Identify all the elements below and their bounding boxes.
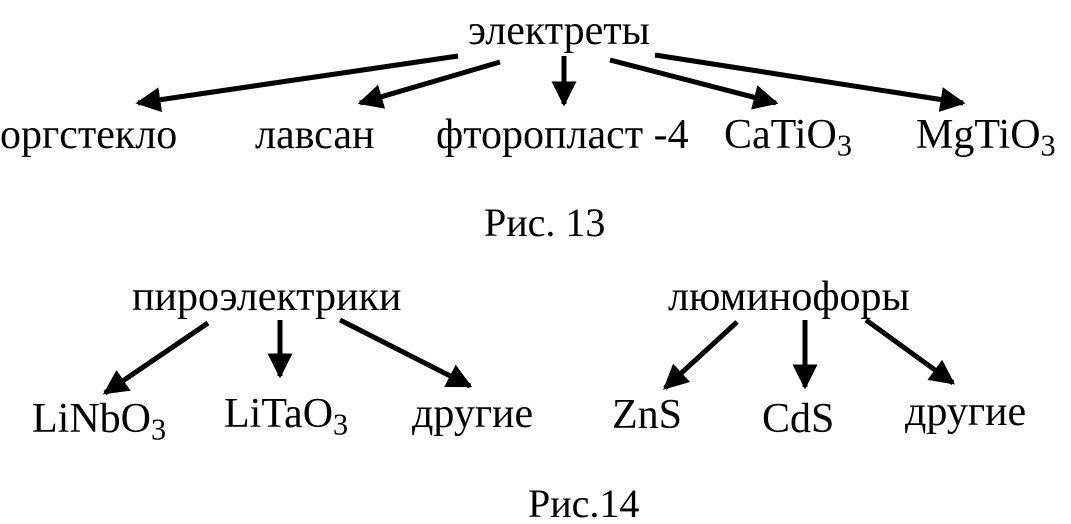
formula-main: LiNbO bbox=[32, 396, 151, 442]
caption-fig13: Рис. 13 bbox=[484, 200, 606, 245]
node-cds: CdS bbox=[762, 396, 835, 442]
formula-subscript: 3 bbox=[333, 407, 349, 442]
formula-main: LiTaO bbox=[224, 391, 334, 437]
caption-fig14: Рис.14 bbox=[528, 481, 640, 524]
root-elektrety: электреты bbox=[468, 8, 650, 54]
node-drugie-left: другие bbox=[412, 391, 534, 437]
arrow-elektrety-lavsan bbox=[357, 59, 501, 109]
node-drugie-right: другие bbox=[905, 389, 1027, 435]
node-lavsan: лавсан bbox=[255, 112, 375, 158]
node-zns: ZnS bbox=[612, 392, 683, 438]
formula-subscript: 3 bbox=[151, 412, 167, 447]
arrow-luminofory-zns bbox=[663, 320, 739, 390]
arrow-elektrety-mgtio3 bbox=[654, 52, 966, 112]
formula-main: MgTiO bbox=[916, 112, 1041, 158]
root-luminofory: люминофоры bbox=[668, 274, 910, 320]
formula-subscript: 3 bbox=[836, 128, 852, 163]
formula-subscript: 3 bbox=[1040, 128, 1056, 163]
root-piroelektriki: пироэлектрики bbox=[132, 274, 402, 320]
formula-main: CaTiO bbox=[724, 112, 837, 158]
arrow-elektrety-orgsteklo bbox=[135, 53, 459, 113]
node-litao3: LiTaO3 bbox=[224, 391, 348, 440]
arrow-elektrety-catio3 bbox=[609, 57, 779, 110]
node-orgsteklo: оргстекло bbox=[0, 112, 178, 158]
node-linbo3: LiNbO3 bbox=[32, 396, 166, 445]
node-ftoroplast: фторопласт -4 bbox=[436, 112, 689, 158]
arrow-piroelektriki-linbo3 bbox=[102, 320, 210, 396]
node-mgtio3: MgTiO3 bbox=[916, 112, 1056, 161]
arrow-piroelektriki-drugie bbox=[338, 317, 473, 389]
node-catio3: CaTiO3 bbox=[724, 112, 852, 161]
arrow-luminofory-drugie bbox=[864, 317, 956, 386]
